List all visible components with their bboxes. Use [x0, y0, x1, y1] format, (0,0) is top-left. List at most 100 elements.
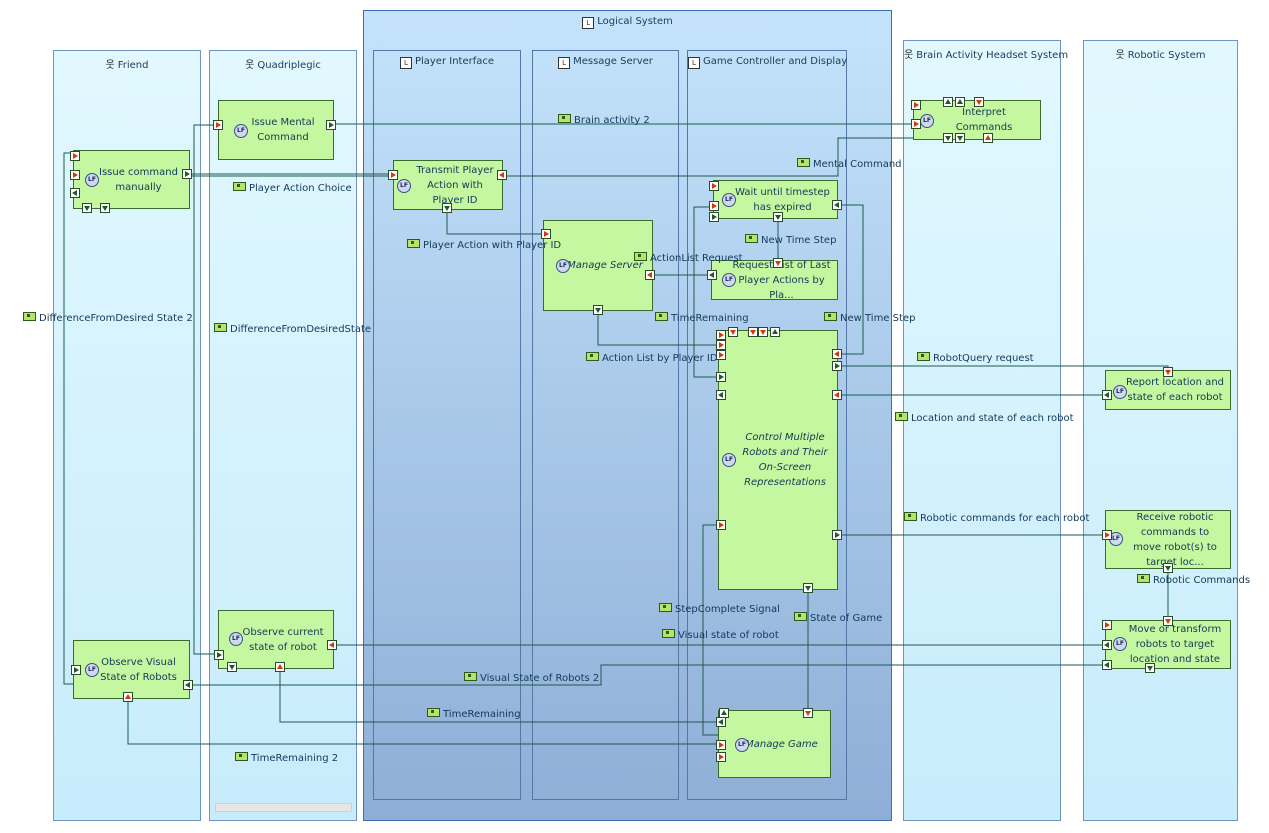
flow-label[interactable]: Visual state of robot [662, 629, 779, 641]
output-port[interactable] [1102, 640, 1112, 650]
input-port[interactable] [716, 520, 726, 530]
output-port[interactable] [773, 212, 783, 222]
input-port[interactable] [832, 349, 842, 359]
output-port[interactable] [227, 662, 237, 672]
function-receive-robotic-commands[interactable]: Receive robotic commands to move robot(s… [1105, 510, 1231, 569]
flow-label[interactable]: Player Action Choice [233, 182, 352, 194]
output-port[interactable] [832, 361, 842, 371]
output-port[interactable] [943, 133, 953, 143]
input-port[interactable] [728, 327, 738, 337]
flow-label[interactable]: RobotQuery request [917, 352, 1034, 364]
flow-label[interactable]: New Time Step [745, 234, 836, 246]
input-port[interactable] [645, 270, 655, 280]
flow-label[interactable]: Mental Command [797, 158, 902, 170]
output-port[interactable] [955, 97, 965, 107]
flow-label[interactable]: New Time Step [824, 312, 915, 324]
input-port[interactable] [1102, 620, 1112, 630]
flow-label[interactable]: StepComplete Signal [659, 603, 780, 615]
exchange-icon [427, 708, 440, 717]
flow-label[interactable]: State of Game [794, 612, 882, 624]
input-port[interactable] [1163, 367, 1173, 377]
flow-label[interactable]: Robotic Commands [1137, 574, 1250, 586]
flow-label[interactable]: DifferenceFromDesired State 2 [23, 312, 193, 324]
output-port[interactable] [770, 327, 780, 337]
exchange-icon [797, 158, 810, 167]
output-port[interactable] [709, 212, 719, 222]
output-port[interactable] [716, 372, 726, 382]
output-port[interactable] [1163, 563, 1173, 573]
output-port[interactable] [214, 650, 224, 660]
input-port[interactable] [541, 229, 551, 239]
flow-label[interactable]: ActionList Request [634, 252, 743, 264]
flow-label[interactable]: DifferenceFromDesiredState [214, 323, 371, 335]
input-port[interactable] [974, 97, 984, 107]
output-port[interactable] [1102, 660, 1112, 670]
output-port[interactable] [82, 203, 92, 213]
output-port[interactable] [326, 120, 336, 130]
input-port[interactable] [716, 340, 726, 350]
output-port[interactable] [182, 169, 192, 179]
output-port[interactable] [1102, 390, 1112, 400]
input-port[interactable] [327, 640, 337, 650]
input-port[interactable] [123, 692, 133, 702]
lf-badge-icon: LF [1109, 532, 1123, 546]
input-port[interactable] [983, 133, 993, 143]
output-port[interactable] [100, 203, 110, 213]
output-port[interactable] [832, 200, 842, 210]
input-port[interactable] [716, 752, 726, 762]
flow-label[interactable]: TimeRemaining [427, 708, 521, 720]
output-port[interactable] [943, 97, 953, 107]
function-control-multiple-robots[interactable]: Control Multiple Robots and Their On-Scr… [718, 330, 838, 590]
input-port[interactable] [716, 350, 726, 360]
input-port[interactable] [911, 100, 921, 110]
input-port[interactable] [275, 662, 285, 672]
output-port[interactable] [70, 188, 80, 198]
flow-label[interactable]: Brain activity 2 [558, 114, 650, 126]
output-port[interactable] [955, 133, 965, 143]
output-port[interactable] [183, 680, 193, 690]
output-port[interactable] [71, 665, 81, 675]
horizontal-scrollbar[interactable] [215, 803, 352, 812]
input-port[interactable] [709, 181, 719, 191]
flow-label[interactable]: TimeRemaining [655, 312, 749, 324]
function-transmit-player-action[interactable]: Transmit Player Action with Player ID [393, 160, 503, 210]
input-port[interactable] [832, 390, 842, 400]
flow-label[interactable]: Location and state of each robot [895, 412, 1074, 424]
input-port[interactable] [709, 201, 719, 211]
flow-label[interactable]: Robotic commands for each robot [904, 512, 1089, 524]
flow-label[interactable]: Visual State of Robots 2 [464, 672, 599, 684]
flow-label[interactable]: Player Action with Player ID [407, 239, 561, 251]
input-port[interactable] [1163, 616, 1173, 626]
output-port[interactable] [803, 583, 813, 593]
input-port[interactable] [1102, 530, 1112, 540]
input-port[interactable] [716, 330, 726, 340]
input-port[interactable] [773, 258, 783, 268]
input-port[interactable] [803, 708, 813, 718]
lf-badge-icon: LF [85, 173, 99, 187]
output-port[interactable] [716, 717, 726, 727]
input-port[interactable] [748, 327, 758, 337]
output-port[interactable] [1145, 663, 1155, 673]
input-port[interactable] [758, 327, 768, 337]
output-port[interactable] [707, 270, 717, 280]
input-port[interactable] [70, 170, 80, 180]
input-port[interactable] [213, 120, 223, 130]
flow-label[interactable]: Action List by Player ID [586, 352, 718, 364]
flow-label[interactable]: TimeRemaining 2 [235, 752, 338, 764]
output-port[interactable] [832, 530, 842, 540]
input-port[interactable] [70, 151, 80, 161]
output-port[interactable] [716, 390, 726, 400]
output-port[interactable] [593, 305, 603, 315]
input-port[interactable] [716, 740, 726, 750]
input-port[interactable] [388, 170, 398, 180]
input-port[interactable] [497, 170, 507, 180]
output-port[interactable] [442, 203, 452, 213]
wire-player-action-id [446, 210, 543, 235]
input-port[interactable] [911, 119, 921, 129]
